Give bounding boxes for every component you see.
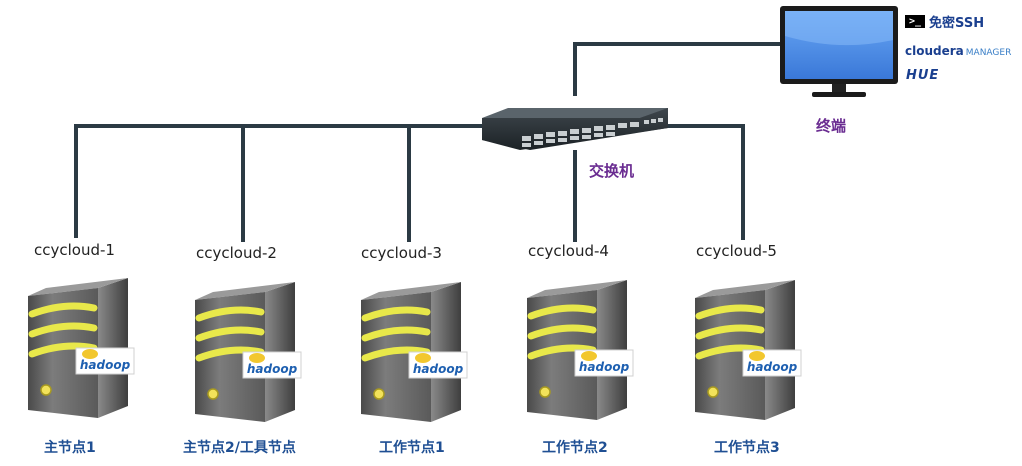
node-hostname: ccycloud-2 — [196, 244, 277, 262]
server-node-5: hadoop — [695, 280, 802, 420]
link-terminal — [573, 42, 780, 96]
server-node-3: hadoop — [361, 282, 468, 422]
terminal-caption: 终端 — [816, 117, 847, 135]
node-role: 工作节点1 — [379, 440, 445, 456]
hue-label: HUE — [906, 68, 940, 83]
cloudera-product: MANAGER — [965, 48, 1012, 58]
switch-ports — [522, 118, 663, 147]
hue-logo: HUE — [906, 64, 939, 83]
node-role: 主节点1 — [44, 440, 96, 456]
hadoop-logo-icon: hadoop — [242, 351, 302, 379]
node-hostname: ccycloud-5 — [696, 242, 777, 260]
switch-caption: 交换机 — [589, 162, 635, 180]
server-node-1: hadoop — [28, 278, 135, 418]
hadoop-logo-text: hadoop — [579, 360, 630, 374]
hadoop-logo-icon: hadoop — [408, 351, 468, 379]
terminal-prompt-icon: >_ — [905, 14, 926, 28]
hadoop-logo-text: hadoop — [747, 360, 798, 374]
hadoop-logo-icon: hadoop — [574, 349, 634, 377]
server-node-4: hadoop — [527, 280, 634, 420]
cloudera-brand: cloudera — [905, 44, 964, 58]
node-hostname: ccycloud-4 — [528, 242, 609, 260]
node-role: 工作节点2 — [542, 440, 608, 456]
node-hostname: ccycloud-1 — [34, 241, 115, 259]
ssh-label: 免密SSH — [929, 15, 985, 31]
hadoop-logo-text: hadoop — [80, 358, 131, 372]
network-switch — [482, 108, 668, 150]
terminal-monitor — [780, 6, 898, 97]
network-links — [74, 42, 780, 242]
hadoop-logo-text: hadoop — [413, 362, 464, 376]
node-hostname: ccycloud-3 — [361, 244, 442, 262]
node-role: 主节点2/工具节点 — [183, 440, 296, 456]
server-group: hadoop hadoop hadoop hadoop hadoop — [28, 278, 802, 422]
hadoop-logo-icon: hadoop — [742, 349, 802, 377]
server-node-2: hadoop — [195, 282, 302, 422]
node-role: 工作节点3 — [714, 440, 780, 456]
hadoop-logo-text: hadoop — [247, 362, 298, 376]
hadoop-logo-icon: hadoop — [75, 347, 135, 375]
ssh-tool: >_ 免密SSH — [905, 12, 985, 31]
